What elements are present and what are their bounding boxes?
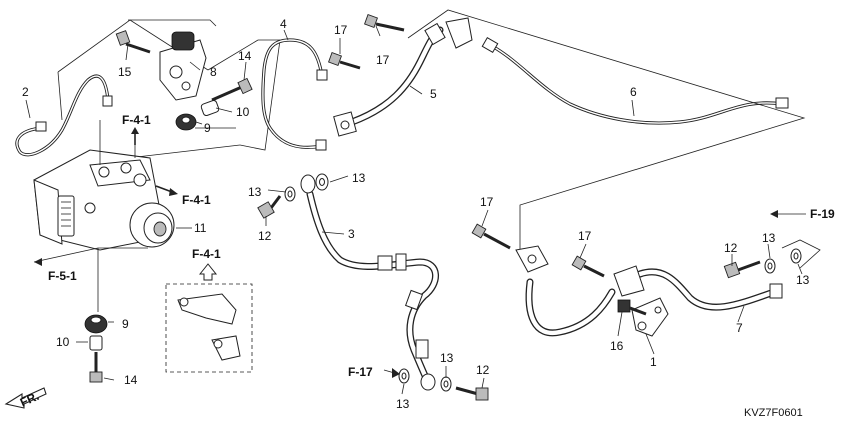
label-part-10-bottom: 10: [56, 335, 70, 349]
arrow-front: [4, 387, 47, 409]
brake-pipe-6: [481, 36, 789, 125]
label-part-13-a: 13: [248, 185, 262, 199]
brake-pipe-2: [15, 74, 113, 157]
washer-13-d: [440, 376, 452, 392]
bolt-12-lower: [455, 386, 489, 401]
label-part-17-a: 17: [334, 23, 348, 37]
label-part-4: 4: [280, 17, 287, 31]
label-part-12-right: 12: [724, 241, 738, 255]
label-part-13-e: 13: [762, 231, 776, 245]
label-part-14-bottom: 14: [124, 373, 138, 387]
bolt-17-a: [364, 14, 405, 32]
collar-10-top: [200, 99, 220, 117]
brake-pipe-4: [261, 38, 328, 151]
abs-modulator: [33, 120, 175, 251]
bolt-14-bottom: [89, 352, 103, 383]
label-part-16: 16: [610, 339, 624, 353]
label-part-11: 11: [194, 221, 207, 235]
arrow-up-f41-top: [131, 127, 139, 145]
label-part-13-f: 13: [796, 273, 810, 287]
part-labels: 2 4 17 17 5 6 8 14 15 10 9 11 3 13 13 12…: [22, 17, 810, 411]
label-part-2: 2: [22, 85, 29, 99]
leader-lines: [25, 25, 803, 395]
pipe-4-nut-b: [315, 139, 327, 151]
brake-hose-7: [515, 245, 783, 337]
bolt-12-middle: [257, 195, 282, 219]
washer-13-b: [315, 173, 329, 191]
label-part-5: 5: [430, 87, 437, 101]
bracket-8: [159, 31, 207, 101]
washer-13-f: [790, 248, 802, 264]
label-part-17-b: 17: [376, 53, 390, 67]
label-part-1: 1: [650, 355, 657, 369]
pipe-4-nut-a: [316, 69, 328, 81]
arrow-f51: [33, 247, 148, 266]
label-part-8: 8: [210, 65, 217, 79]
inset-box: [165, 283, 253, 373]
grommet-9-top: [175, 113, 197, 131]
bolt-14-top: [211, 77, 253, 102]
arrow-f17: [383, 368, 400, 378]
bolt-12-right: [723, 260, 761, 279]
label-part-17-d: 17: [578, 229, 592, 243]
label-part-9-bottom: 9: [122, 317, 129, 331]
label-part-12-middle: 12: [258, 229, 272, 243]
ref-f51: F-5-1: [48, 269, 77, 283]
arrow-up-inset: [198, 263, 218, 281]
label-part-12-lower: 12: [476, 363, 490, 377]
label-part-17-c: 17: [480, 195, 494, 209]
label-part-14-top: 14: [238, 49, 252, 63]
bolt-16: [617, 299, 647, 316]
ref-f41-inset: F-4-1: [192, 247, 221, 261]
label-part-13-c: 13: [396, 397, 410, 411]
washer-13-e: [764, 258, 776, 274]
ref-f17: F-17: [348, 365, 373, 379]
label-part-6: 6: [630, 85, 637, 99]
arrow-f19: [770, 210, 806, 218]
label-part-9-top: 9: [204, 121, 211, 135]
collar-10-bottom: [89, 335, 103, 351]
arrow-right-f41: [155, 185, 178, 196]
bracket-frame-right: [407, 9, 806, 252]
label-part-10-top: 10: [236, 105, 250, 119]
brake-hose-3: [300, 174, 439, 391]
brake-hose-5: [333, 17, 473, 137]
label-part-13-d: 13: [440, 351, 454, 365]
bolt-17-d: [571, 255, 605, 278]
ref-f19: F-19: [810, 207, 835, 221]
label-part-13-b: 13: [352, 171, 366, 185]
ref-f41-top: F-4-1: [122, 113, 151, 127]
bolt-15: [115, 30, 151, 54]
grommet-9-bottom: [84, 248, 108, 334]
label-part-15: 15: [118, 65, 132, 79]
bolt-17-c: [471, 223, 511, 250]
pipe-2-nut-a: [35, 121, 47, 132]
diagram-code: KVZ7F0601: [744, 407, 803, 419]
washer-13-c: [398, 368, 410, 384]
washer-13-a: [284, 186, 296, 202]
label-part-7: 7: [736, 321, 743, 335]
ref-f41-right: F-4-1: [182, 193, 211, 207]
label-part-3: 3: [348, 227, 355, 241]
pipe-2-nut-b: [102, 95, 113, 107]
bracket-1: [631, 297, 669, 337]
bolt-17-b: [328, 52, 361, 70]
